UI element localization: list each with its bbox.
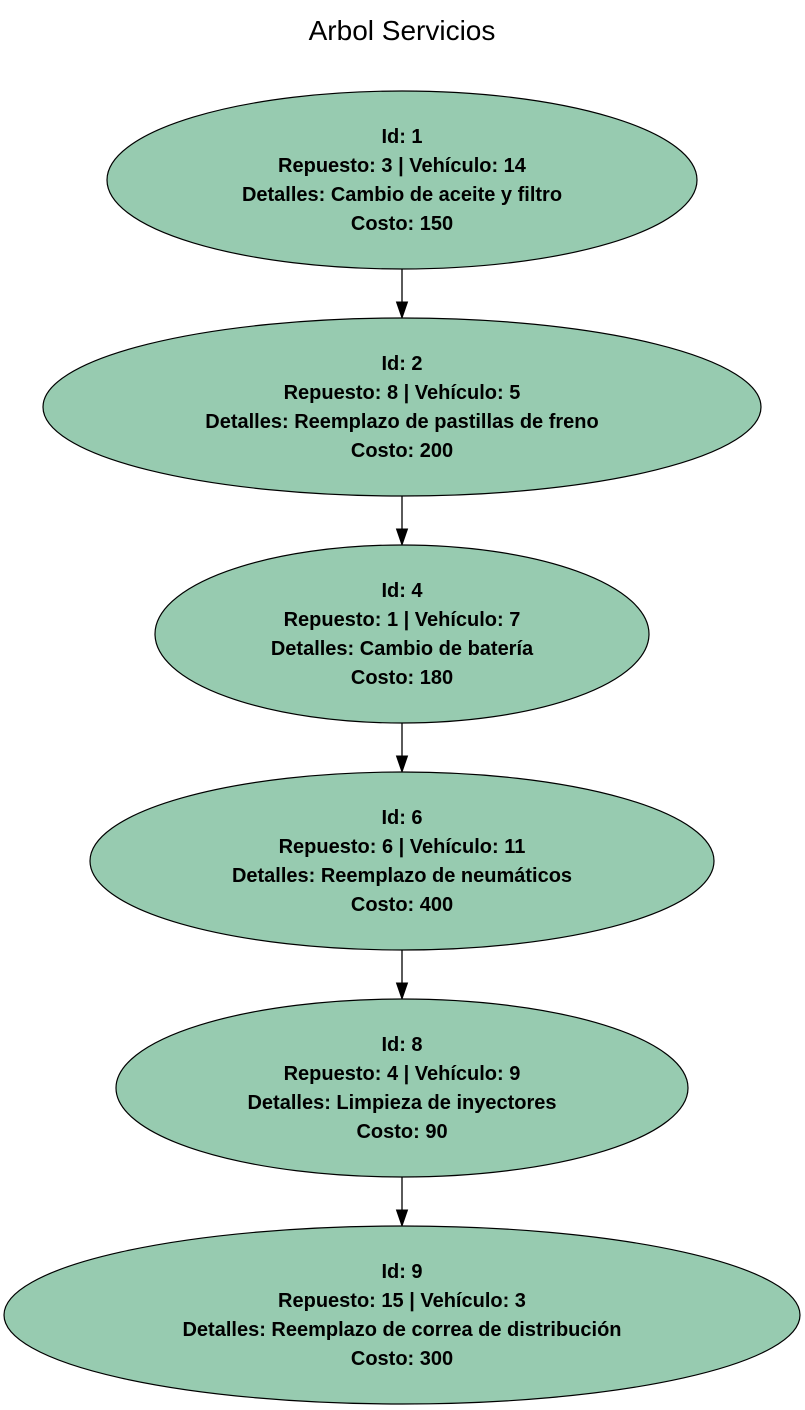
node-ellipse — [106, 90, 698, 270]
node-1: Id: 1 Repuesto: 3 | Vehículo: 14 Detalles:… — [106, 90, 698, 270]
node-6: Id: 6 Repuesto: 6 | Vehículo: 11 Detalles:… — [89, 771, 715, 951]
arrowhead-2-4 — [395, 528, 409, 547]
diagram-title: Arbol Servicios — [309, 15, 496, 46]
node-costo-label: Costo: 300 — [351, 1348, 453, 1370]
arrowhead-4-6 — [395, 755, 409, 774]
nodes-layer: Id: 1 Repuesto: 3 | Vehículo: 14 Detalles:… — [3, 90, 801, 1405]
node-9: Id: 9 Repuesto: 15 | Vehículo: 3 Detalles:… — [3, 1225, 801, 1405]
node-repuesto-vehiculo-label: Repuesto: 4 | Vehículo: 9 — [284, 1063, 521, 1085]
node-detalles-label: Detalles: Cambio de aceite y filtro — [242, 184, 562, 206]
arrowhead-8-9 — [395, 1209, 409, 1228]
node-costo-label: Costo: 180 — [351, 667, 453, 689]
node-ellipse — [115, 998, 689, 1178]
node-costo-label: Costo: 200 — [351, 440, 453, 462]
node-ellipse — [3, 1225, 801, 1405]
edges-layer — [395, 269, 409, 1228]
arrowhead-1-2 — [395, 301, 409, 320]
node-repuesto-vehiculo-label: Repuesto: 15 | Vehículo: 3 — [278, 1290, 526, 1312]
node-detalles-label: Detalles: Reemplazo de neumáticos — [232, 865, 572, 887]
node-id-label: Id: 1 — [381, 126, 422, 148]
node-costo-label: Costo: 90 — [356, 1121, 447, 1143]
node-id-label: Id: 2 — [381, 353, 422, 375]
node-repuesto-vehiculo-label: Repuesto: 1 | Vehículo: 7 — [284, 609, 521, 631]
node-repuesto-vehiculo-label: Repuesto: 6 | Vehículo: 11 — [279, 836, 526, 858]
node-detalles-label: Detalles: Limpieza de inyectores — [247, 1092, 556, 1114]
node-detalles-label: Detalles: Reemplazo de correa de distrib… — [182, 1319, 621, 1341]
node-id-label: Id: 6 — [381, 807, 422, 829]
node-costo-label: Costo: 400 — [351, 894, 453, 916]
node-4: Id: 4 Repuesto: 1 | Vehículo: 7 Detalles: … — [154, 544, 650, 724]
node-repuesto-vehiculo-label: Repuesto: 8 | Vehículo: 5 — [284, 382, 521, 404]
node-id-label: Id: 4 — [381, 580, 423, 602]
node-id-label: Id: 8 — [381, 1034, 422, 1056]
node-repuesto-vehiculo-label: Repuesto: 3 | Vehículo: 14 — [278, 155, 527, 177]
node-detalles-label: Detalles: Reemplazo de pastillas de fren… — [205, 411, 598, 433]
node-ellipse — [154, 544, 650, 724]
arrowhead-6-8 — [395, 982, 409, 1001]
node-detalles-label: Detalles: Cambio de batería — [271, 638, 534, 660]
node-costo-label: Costo: 150 — [351, 213, 453, 235]
node-ellipse — [89, 771, 715, 951]
node-id-label: Id: 9 — [381, 1261, 422, 1283]
node-8: Id: 8 Repuesto: 4 | Vehículo: 9 Detalles: … — [115, 998, 689, 1178]
node-ellipse — [42, 317, 762, 497]
node-2: Id: 2 Repuesto: 8 | Vehículo: 5 Detalles: … — [42, 317, 762, 497]
